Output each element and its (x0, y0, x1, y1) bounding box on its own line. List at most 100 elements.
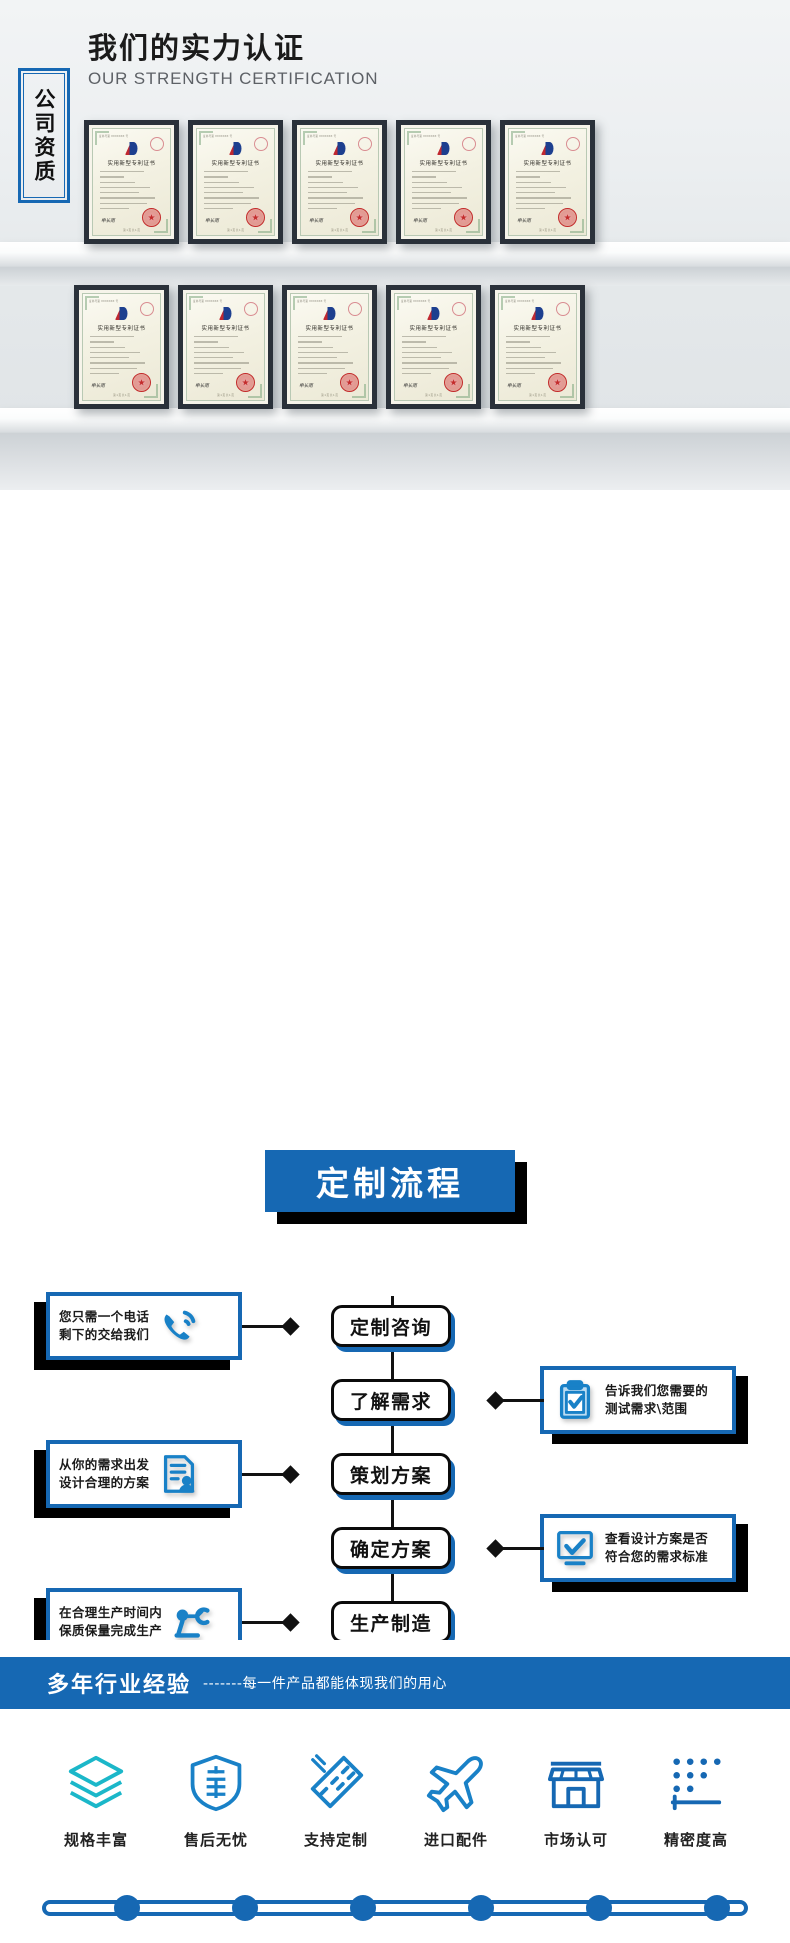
certificate-footer: 第 1 页 共 1 页 (227, 229, 244, 232)
robot-arm-icon (169, 1599, 215, 1645)
certification-section: 我们的实力认证 OUR STRENGTH CERTIFICATION 公司资质 … (0, 0, 790, 490)
feature-list: 规格丰富售后无忧支持定制进口配件市场认可精密度高 (40, 1745, 752, 1850)
certificate-footer: 第 1 页 共 1 页 (331, 229, 348, 232)
certificate-stamp-icon (556, 302, 570, 316)
flow-connector (496, 1399, 544, 1402)
certificate-header: 证书号第 XXXXXXX 号 (307, 135, 337, 138)
certificate-title: 实用新型专利证书 (409, 326, 458, 332)
certificate-footer: 第 1 页 共 1 页 (529, 394, 546, 397)
flow-banner-title: 定制流程 (316, 1164, 464, 1203)
timeline-bar (42, 1895, 748, 1921)
flow-note-2: 告诉我们您需要的 测试需求\范围 (540, 1366, 748, 1444)
flow-note-text: 您只需一个电话 剩下的交给我们 (59, 1308, 150, 1342)
timeline-dot-4 (468, 1895, 494, 1921)
official-seal-icon (548, 373, 567, 392)
flow-step-label: 确定方案 (349, 1538, 432, 1561)
flow-connector-diamond (281, 1317, 300, 1336)
document-user-icon (156, 1451, 202, 1497)
certificate-stamp-icon (358, 137, 372, 151)
flow-spine-line (391, 1296, 394, 1736)
storefront-icon (520, 1745, 632, 1821)
patent-office-logo-icon (436, 142, 451, 156)
certificate-signature: 申长雨 (413, 219, 427, 224)
patent-office-logo-icon (322, 307, 337, 321)
experience-title: 多年行业经验 (47, 1673, 192, 1698)
flow-step-4[interactable]: 确定方案 (331, 1527, 455, 1574)
certificate-footer: 第 1 页 共 1 页 (217, 394, 234, 397)
ruler-pencil-icon (280, 1745, 392, 1821)
patent-office-logo-icon (218, 307, 233, 321)
certificate-frame: 证书号第 XXXXXXX 号实用新型专利证书申长雨第 1 页 共 1 页 (282, 285, 377, 409)
flow-connector-diamond (486, 1391, 505, 1410)
certificate-header: 证书号第 XXXXXXX 号 (99, 135, 129, 138)
certificate-frame: 证书号第 XXXXXXX 号实用新型专利证书申长雨第 1 页 共 1 页 (490, 285, 585, 409)
certificate-title: 实用新型专利证书 (315, 161, 364, 167)
certificate-footer: 第 1 页 共 1 页 (435, 229, 452, 232)
certificate-stamp-icon (462, 137, 476, 151)
airplane-icon (400, 1745, 512, 1821)
shelf-board-bottom (0, 408, 790, 434)
certificate-header: 证书号第 XXXXXXX 号 (203, 135, 233, 138)
flow-connector (496, 1547, 544, 1550)
feature-label: 规格丰富 (63, 1831, 128, 1849)
certificate-stamp-icon (348, 302, 362, 316)
flow-note-text: 从你的需求出发 设计合理的方案 (59, 1456, 150, 1490)
certificate-stamp-icon (150, 137, 164, 151)
flow-step-label: 定制咨询 (349, 1316, 432, 1339)
certificate-header: 证书号第 XXXXXXX 号 (401, 300, 431, 303)
flow-note-4: 查看设计方案是否 符合您的需求标准 (540, 1514, 748, 1592)
shield-sale-icon (160, 1745, 272, 1821)
official-seal-icon (132, 373, 151, 392)
certificate-stamp-icon (566, 137, 580, 151)
certificate-header: 证书号第 XXXXXXX 号 (297, 300, 327, 303)
certificate-signature: 申长雨 (309, 219, 323, 224)
custom-flow-section: 定制流程 定制咨询 您只需一个电话 剩下的交给我们了解需求 告诉我们您需要的 测试需… (0, 490, 790, 1814)
flow-step-1[interactable]: 定制咨询 (331, 1305, 455, 1352)
certificate-frame: 证书号第 XXXXXXX 号实用新型专利证书申长雨第 1 页 共 1 页 (178, 285, 273, 409)
timeline-dot-1 (114, 1895, 140, 1921)
flow-note-text: 告诉我们您需要的 测试需求\范围 (605, 1382, 709, 1416)
flow-connector-diamond (486, 1539, 505, 1558)
certificate-signature: 申长雨 (101, 219, 115, 224)
flow-connector (242, 1621, 290, 1624)
feature-label: 售后无忧 (183, 1831, 248, 1849)
timeline-dot-2 (232, 1895, 258, 1921)
certificate-title: 实用新型专利证书 (97, 326, 146, 332)
certificate-frame: 证书号第 XXXXXXX 号实用新型专利证书申长雨第 1 页 共 1 页 (84, 120, 179, 244)
certificate-footer: 第 1 页 共 1 页 (321, 394, 338, 397)
company-qualification-badge: 公司资质 (18, 68, 70, 203)
certificate-title: 实用新型专利证书 (513, 326, 562, 332)
official-seal-icon (142, 208, 161, 227)
certificate-signature: 申长雨 (195, 384, 209, 389)
patent-office-logo-icon (228, 142, 243, 156)
certificate-title: 实用新型专利证书 (201, 326, 250, 332)
patent-office-logo-icon (332, 142, 347, 156)
feature-item-6: 精密度高 (640, 1745, 752, 1850)
page-subtitle-en: OUR STRENGTH CERTIFICATION (88, 69, 379, 89)
certificate-row-bottom: 证书号第 XXXXXXX 号实用新型专利证书申长雨第 1 页 共 1 页证书号第… (74, 285, 585, 409)
certificate-title: 实用新型专利证书 (523, 161, 572, 167)
certificate-signature: 申长雨 (507, 384, 521, 389)
shelf-board-top (0, 242, 790, 268)
flow-step-label: 生产制造 (349, 1612, 432, 1635)
experience-section: 多年行业经验 -------每一件产品都能体现我们的用心 规格丰富售后无忧支持定… (0, 1640, 790, 1943)
flow-step-5[interactable]: 生产制造 (331, 1601, 455, 1648)
timeline-dot-3 (350, 1895, 376, 1921)
official-seal-icon (558, 208, 577, 227)
certificate-frame: 证书号第 XXXXXXX 号实用新型专利证书申长雨第 1 页 共 1 页 (188, 120, 283, 244)
certificate-header: 证书号第 XXXXXXX 号 (193, 300, 223, 303)
flow-step-2[interactable]: 了解需求 (331, 1379, 455, 1426)
flow-step-label: 策划方案 (349, 1464, 432, 1487)
flow-step-3[interactable]: 策划方案 (331, 1453, 455, 1500)
feature-item-5: 市场认可 (520, 1745, 632, 1850)
certificate-header: 证书号第 XXXXXXX 号 (505, 300, 535, 303)
flow-note-text: 在合理生产时间内 保质保量完成生产 (59, 1604, 163, 1638)
feature-item-3: 支持定制 (280, 1745, 392, 1850)
flow-connector-diamond (281, 1465, 300, 1484)
certificate-title: 实用新型专利证书 (419, 161, 468, 167)
certificate-stamp-icon (140, 302, 154, 316)
timeline-track (42, 1900, 748, 1916)
flow-connector (242, 1473, 290, 1476)
flow-note-1: 您只需一个电话 剩下的交给我们 (34, 1292, 242, 1370)
timeline-dot-5 (586, 1895, 612, 1921)
